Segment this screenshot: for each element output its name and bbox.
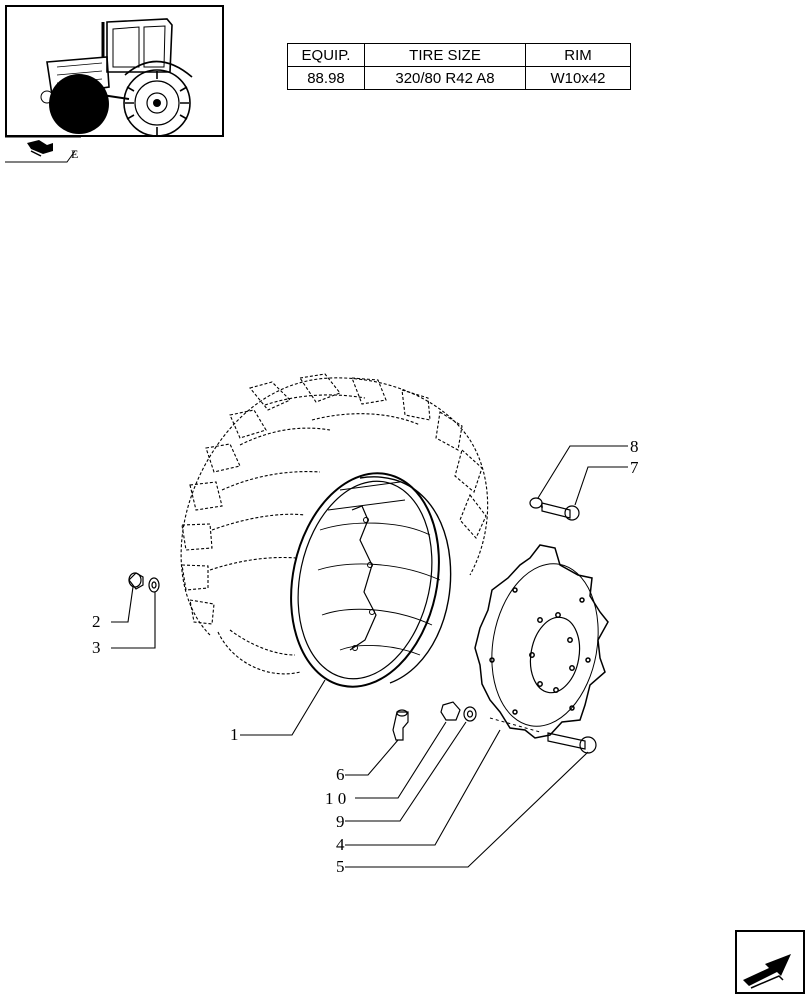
nut-part-10 [440, 701, 461, 721]
callout-2: 2 [92, 612, 101, 631]
rim [290, 472, 452, 688]
bolt-part-7 [541, 502, 580, 521]
tractor-icon [40, 18, 193, 135]
spec-table: EQUIP. TIRE SIZE RIM 88.98 320/80 R42 A8… [287, 43, 631, 90]
callout-6: 6 [336, 765, 345, 784]
svg-text:E: E [71, 147, 78, 161]
thumbnail-tab: E [5, 136, 81, 163]
callout-4: 4 [336, 835, 345, 854]
valve-part-6 [392, 709, 409, 741]
header-rim: RIM [525, 43, 631, 67]
washer-part-8 [529, 497, 543, 509]
callout-8: 8 [630, 437, 639, 456]
wheel-disc [474, 544, 609, 739]
nut-part-2 [128, 572, 144, 590]
bolt-part-5 [547, 732, 597, 754]
book-arrow-icon: E [5, 136, 81, 163]
cell-rim: W10x42 [525, 66, 631, 90]
next-page-button[interactable] [735, 930, 805, 994]
cell-equip: 88.98 [287, 66, 365, 90]
cell-tire-size: 320/80 R42 A8 [364, 66, 526, 90]
callout-1: 1 [230, 725, 239, 744]
tire [180, 373, 489, 675]
callout-3: 3 [92, 638, 101, 657]
callout-7: 7 [630, 458, 639, 477]
next-page-arrow-icon [735, 930, 805, 994]
washer-part-3 [148, 577, 160, 593]
leader-lines [111, 445, 628, 868]
callout-9: 9 [336, 812, 345, 831]
washer-part-9 [463, 706, 477, 722]
table-row: 88.98 320/80 R42 A8 W10x42 [287, 66, 631, 90]
tractor-thumbnail [5, 5, 224, 137]
callout-5: 5 [336, 857, 345, 876]
callout-10: 1 0 [325, 789, 346, 808]
